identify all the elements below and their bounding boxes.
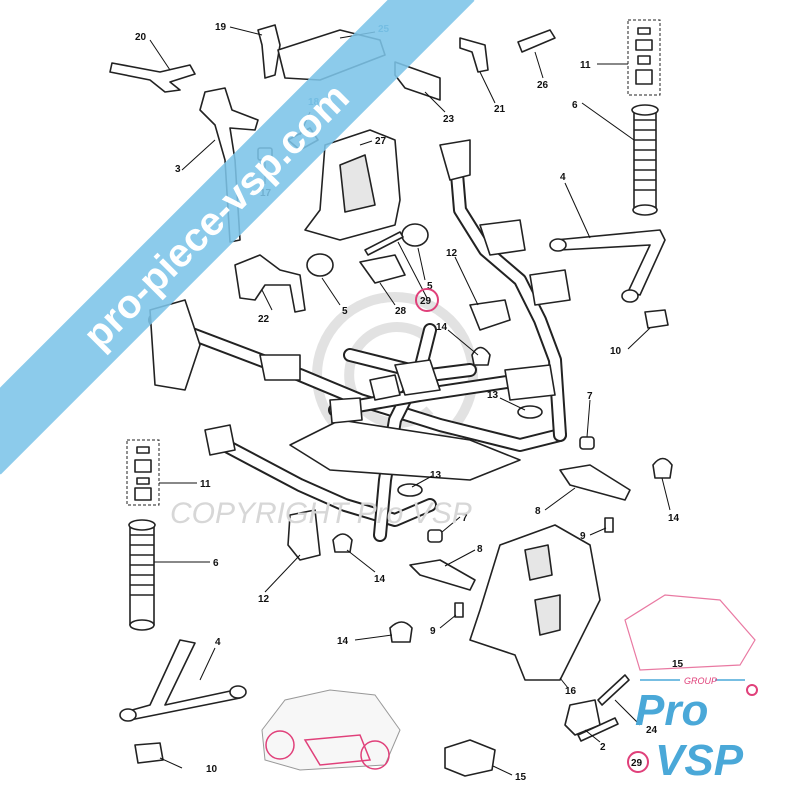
callout-11a: 11 xyxy=(580,60,591,71)
mount-part-5a xyxy=(306,253,334,277)
provsp-logo: GROUP Pro VSP xyxy=(635,676,758,785)
spacer-part-7b xyxy=(427,529,443,543)
bracket-part-8a xyxy=(559,464,631,501)
callout-29b: 29 xyxy=(631,758,643,769)
bolt-part-29 xyxy=(364,231,404,256)
bracket-part-8b xyxy=(409,559,476,591)
callout-11b: 11 xyxy=(200,479,211,490)
ball-joint-part-10a xyxy=(644,309,669,329)
callout-16: 16 xyxy=(565,686,577,697)
callout-29: 29 xyxy=(420,296,432,307)
bracket-part-12a xyxy=(469,299,511,331)
mount-part-14c xyxy=(332,533,353,553)
strap-part-26 xyxy=(517,29,556,53)
callout-21: 21 xyxy=(494,104,506,115)
callout-14d: 14 xyxy=(337,636,349,647)
mount-part-14a xyxy=(471,346,491,366)
shock-absorber-part-6b xyxy=(128,519,156,631)
callout-22: 22 xyxy=(258,314,270,325)
callout-4a: 4 xyxy=(560,172,566,183)
logo-vsp-text: VSP xyxy=(655,736,744,785)
control-arm-part-4a xyxy=(549,229,666,303)
callout-3: 3 xyxy=(175,164,181,175)
callout-4b: 4 xyxy=(215,637,221,648)
copyright-watermark: COPYRIGHT Pro VSP xyxy=(170,497,472,530)
car-inset-drawing xyxy=(261,689,401,771)
mount-part-14b xyxy=(652,457,673,479)
mount-kit-part-11b xyxy=(126,439,160,506)
bracket-part-21 xyxy=(459,37,489,73)
callout-6b: 6 xyxy=(213,558,219,569)
callout-2: 2 xyxy=(600,742,606,753)
leader-lines xyxy=(149,26,671,776)
callout-26: 26 xyxy=(537,80,549,91)
callout-23: 23 xyxy=(443,114,455,125)
subframe xyxy=(148,139,571,542)
callout-13b: 13 xyxy=(430,470,442,481)
callout-14a: 14 xyxy=(436,322,448,333)
bolt-part-24 xyxy=(597,674,630,706)
callout-10b: 10 xyxy=(206,764,218,775)
callout-13a: 13 xyxy=(487,390,499,401)
callout-7b: 7 xyxy=(462,513,468,524)
callout-5a: 5 xyxy=(342,306,348,317)
callout-9a: 9 xyxy=(580,531,586,542)
callout-29b-circle xyxy=(627,751,649,773)
mount-part-5b xyxy=(401,223,429,247)
callout-19: 19 xyxy=(215,22,227,33)
bracket-part-19 xyxy=(257,24,281,79)
pad-part-13b xyxy=(397,483,423,497)
callout-7a: 7 xyxy=(587,391,593,402)
bracket-part-27 xyxy=(304,129,401,241)
spacer-part-7a xyxy=(579,436,595,450)
pin-part-9a xyxy=(604,517,614,533)
callout-10a: 10 xyxy=(610,346,622,357)
ball-joint-part-10b xyxy=(134,742,164,764)
mount-kit-part-11a xyxy=(627,19,661,96)
callout-8b: 8 xyxy=(477,544,483,555)
pad-part-13a xyxy=(517,405,543,419)
callout-12b: 12 xyxy=(258,594,270,605)
bolt-part-29b xyxy=(577,717,619,742)
callout-5b: 5 xyxy=(427,281,433,292)
crossmember-part-16 xyxy=(469,524,601,681)
plate-part-28 xyxy=(359,254,406,284)
bracket-part-20 xyxy=(109,62,196,93)
callout-6a: 6 xyxy=(572,100,578,111)
callout-8a: 8 xyxy=(535,506,541,517)
callout-29-circle xyxy=(415,288,439,312)
shock-absorber-part-6a xyxy=(631,104,659,216)
control-arm-part-4b xyxy=(119,639,247,722)
bracket-part-12b xyxy=(287,509,321,561)
logo-dot-icon xyxy=(746,684,758,696)
callout-15b: 15 xyxy=(515,772,527,783)
callout-12a: 12 xyxy=(446,248,458,259)
bracket-part-22 xyxy=(234,254,306,313)
callout-27: 27 xyxy=(375,136,387,147)
callout-20: 20 xyxy=(135,32,147,43)
callout-14c: 14 xyxy=(374,574,386,585)
car-inset-logo xyxy=(624,594,756,671)
callout-24: 24 xyxy=(646,725,658,736)
callout-14b: 14 xyxy=(668,513,680,524)
pin-part-9b xyxy=(454,602,464,618)
mount-part-15b xyxy=(444,739,496,777)
logo-pro-text: Pro xyxy=(635,686,708,735)
callout-15a: 15 xyxy=(672,659,684,670)
copyright-text: COPYRIGHT Pro VSP xyxy=(170,497,472,530)
callout-9b: 9 xyxy=(430,626,436,637)
logo-group-text: GROUP xyxy=(684,676,717,686)
callout-28: 28 xyxy=(395,306,407,317)
mount-part-14d xyxy=(389,621,413,643)
